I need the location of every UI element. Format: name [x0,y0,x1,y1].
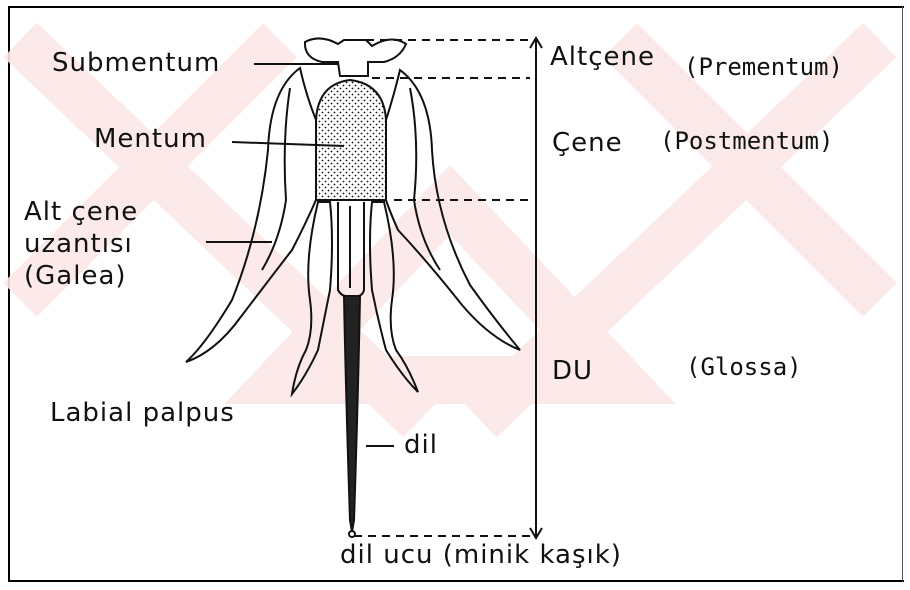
label-dil: dil [404,430,438,460]
label-dil-ucu: dil ucu (minik kaşık) [340,540,622,570]
label-cene: Çene [552,128,623,158]
label-prementum: (Prementum) [684,52,843,82]
label-submentum: Submentum [52,48,220,78]
label-glossa: (Glossa) [686,352,802,382]
submentum-shape [305,38,406,76]
label-mentum: Mentum [94,124,207,154]
label-postmentum: (Postmentum) [660,126,833,156]
glossa-tongue [344,296,360,532]
mentum-shape [316,80,386,200]
label-galea: Alt çene uzantısı (Galea) [24,196,138,292]
label-du: DU [552,356,593,386]
label-altcene: Altçene [550,42,655,72]
label-labial-palpus: Labial palpus [50,398,235,428]
